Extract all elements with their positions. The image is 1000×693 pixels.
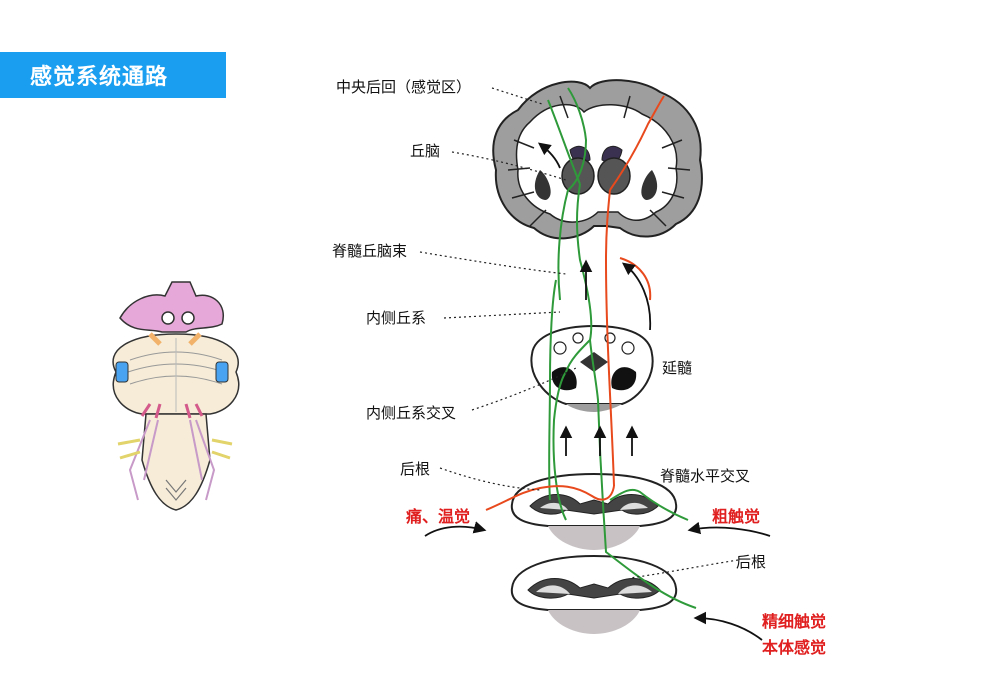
label-lemniscus-decussation: 内侧丘系交叉 [366, 404, 457, 422]
label-fine-touch: 精细触觉 [762, 612, 827, 631]
spinal-cord-section-upper [510, 472, 678, 550]
brain-coronal-section [492, 79, 703, 240]
label-proprioception: 本体感觉 [762, 638, 827, 657]
label-crude-touch: 粗触觉 [712, 507, 761, 526]
label-medial-lemniscus: 内侧丘系 [366, 309, 427, 327]
label-cortex: 中央后回（感觉区） [336, 78, 472, 96]
label-medulla: 延髓 [662, 359, 693, 377]
label-spinal-decussation: 脊髓水平交叉 [660, 467, 751, 485]
label-posterior-root-upper: 后根 [400, 460, 431, 478]
label-posterior-root-lower: 后根 [736, 553, 767, 571]
label-thalamus: 丘脑 [410, 142, 441, 160]
brainstem-illustration [112, 281, 240, 511]
label-spinothalamic-tract: 脊髓丘脑束 [332, 242, 408, 260]
page-title: 感觉系统通路 [0, 52, 226, 98]
spinothalamic-pathway [485, 95, 665, 511]
leader-lines [419, 87, 739, 579]
medulla-section [530, 324, 654, 412]
spinal-cord-section-lower [510, 554, 678, 634]
label-pain-temperature: 痛、温觉 [406, 507, 471, 526]
ascending-arrows [424, 142, 771, 641]
